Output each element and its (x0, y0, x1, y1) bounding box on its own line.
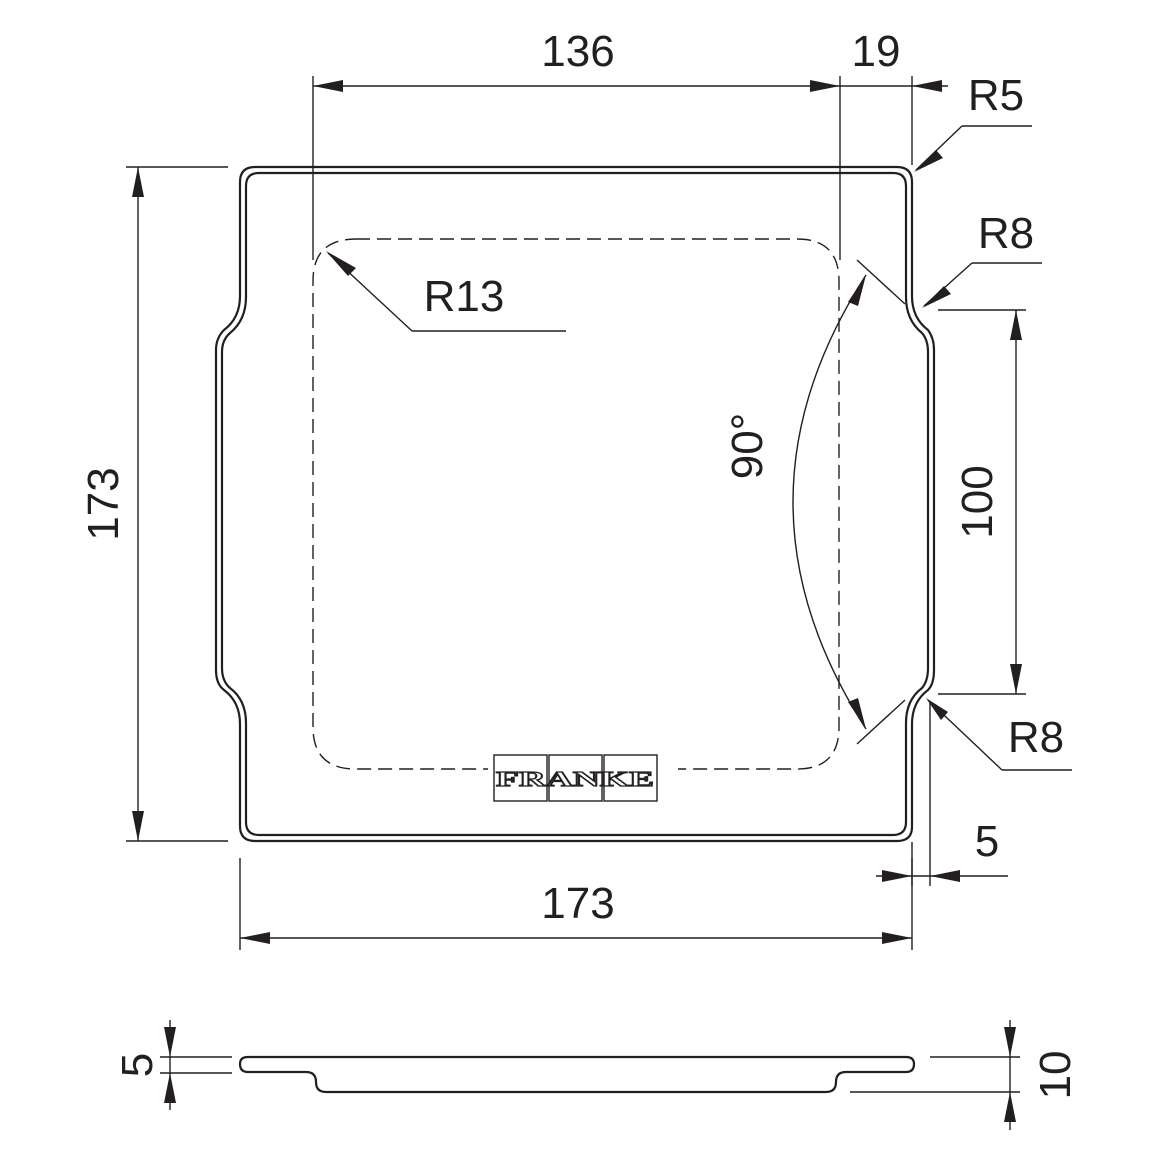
dim-total-height-label: 10 (1031, 1051, 1080, 1100)
dim-notch-radius-top-label: R8 (978, 209, 1034, 258)
dim-notch-length: 100 (938, 309, 1026, 695)
logo-text: FRANKE (496, 767, 654, 791)
plate-outline-outer (214, 165, 936, 843)
dim-inner-width: 136 (312, 27, 841, 260)
inner-recess-outline (312, 238, 840, 770)
dim-notch-radius-bottom: R8 (926, 698, 1072, 771)
franke-logo: FRANKE (488, 752, 678, 802)
dim-offset-right: 19 (840, 27, 948, 165)
side-view (238, 1055, 916, 1094)
dim-overall-height: 173 (79, 166, 228, 842)
dim-angle-label: 90° (723, 413, 772, 480)
top-view (214, 165, 936, 843)
side-profile (238, 1055, 916, 1094)
dim-plate-thickness: 5 (113, 1020, 232, 1110)
dim-angle: 90° (723, 259, 906, 745)
dim-notch-depth-label: 5 (975, 817, 999, 866)
dim-overall-width-label: 173 (541, 879, 614, 928)
dim-plate-thickness-label: 5 (113, 1053, 162, 1077)
dim-corner-radius-label: R5 (968, 71, 1024, 120)
dim-notch-radius-bottom-label: R8 (1008, 713, 1064, 762)
dim-notch-length-label: 100 (953, 465, 1002, 538)
dim-inner-width-label: 136 (541, 27, 614, 76)
dim-inner-radius: R13 (326, 251, 566, 332)
dim-notch-depth: 5 (876, 702, 1008, 886)
dim-inner-radius-label: R13 (424, 272, 505, 321)
dim-corner-radius: R5 (914, 71, 1032, 172)
dim-total-height: 10 (850, 1020, 1080, 1130)
dim-overall-width: 173 (239, 858, 913, 950)
plate-outline-inner (220, 171, 930, 837)
dim-offset-right-label: 19 (852, 27, 901, 76)
dim-overall-height-label: 173 (79, 467, 128, 540)
dim-notch-radius-top: R8 (922, 209, 1042, 308)
